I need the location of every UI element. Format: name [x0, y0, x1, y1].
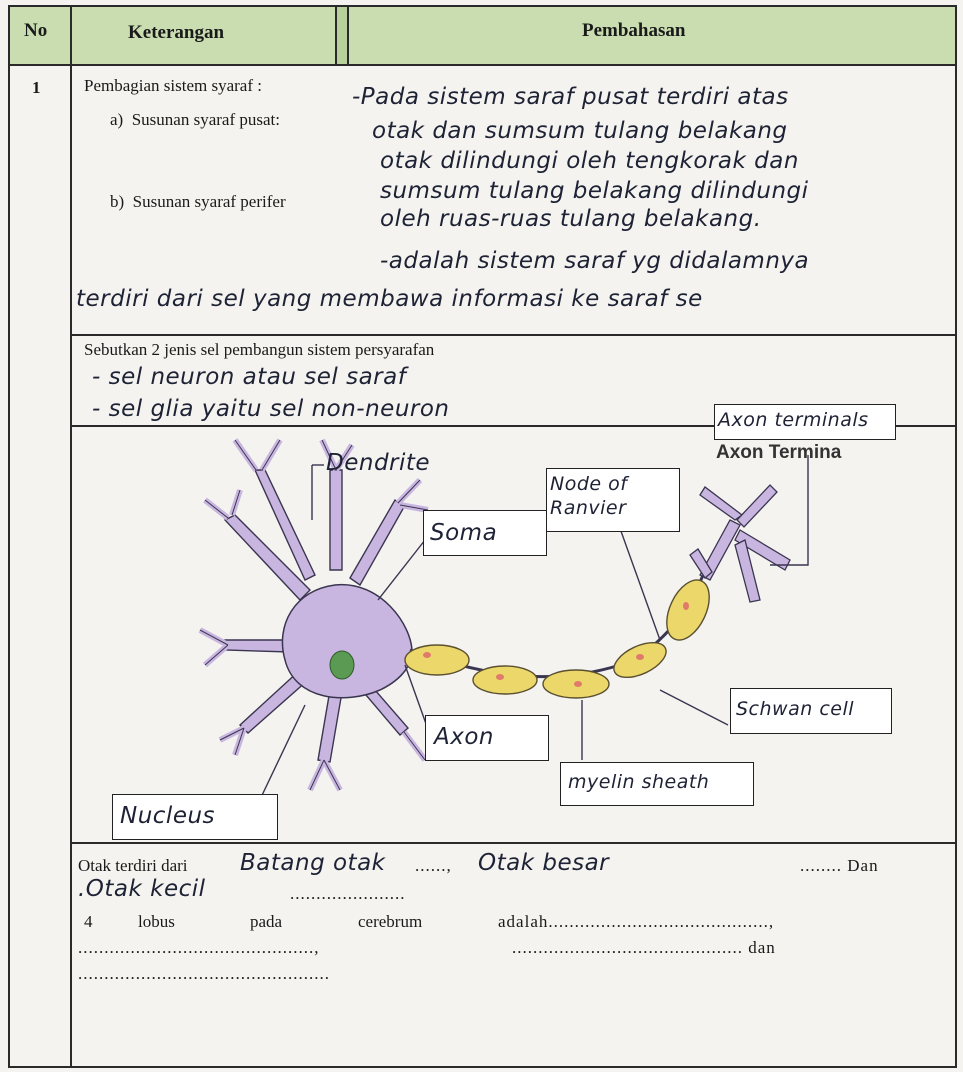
brain-separator-2: ........ Dan — [800, 856, 879, 876]
axon-label: Axon — [434, 724, 494, 750]
lobus-blank-4: ........................................… — [78, 964, 330, 984]
lobus-blank-2: ........................................… — [78, 938, 320, 958]
lobus-word-2: pada — [250, 912, 282, 932]
brain-answer-1: Batang otak — [240, 850, 385, 876]
lobus-word-1: lobus — [138, 912, 175, 932]
axon-terminals-label: Axon terminals — [718, 409, 869, 431]
node-of-ranvier-label: Node of Ranvier — [550, 472, 674, 520]
axon-terminal-printed-label: Axon Termina — [716, 442, 841, 464]
brain-separator-1: ......, — [415, 856, 452, 876]
lobus-word-3: cerebrum — [358, 912, 422, 932]
soma-label: Soma — [430, 520, 497, 546]
lobus-blank-3: ........................................… — [512, 938, 776, 958]
myelin-sheath-label: myelin sheath — [568, 771, 709, 793]
soma-body — [282, 585, 412, 698]
brain-answer-2: Otak besar — [478, 850, 609, 876]
dendrite-label: Dendrite — [326, 450, 430, 476]
brain-question-prefix: Otak terdiri dari — [78, 856, 188, 876]
lobus-answer-blank: adalah..................................… — [498, 912, 774, 932]
nucleus-label: Nucleus — [120, 803, 215, 829]
brain-answer-3: .Otak kecil — [78, 876, 206, 902]
lobus-number: 4 — [84, 912, 93, 932]
schwann-cell-label: Schwan cell — [736, 698, 854, 720]
brain-answer-3-dots: ...................... — [290, 884, 406, 904]
nucleus-shape — [330, 651, 354, 679]
myelin-segments — [405, 573, 718, 698]
